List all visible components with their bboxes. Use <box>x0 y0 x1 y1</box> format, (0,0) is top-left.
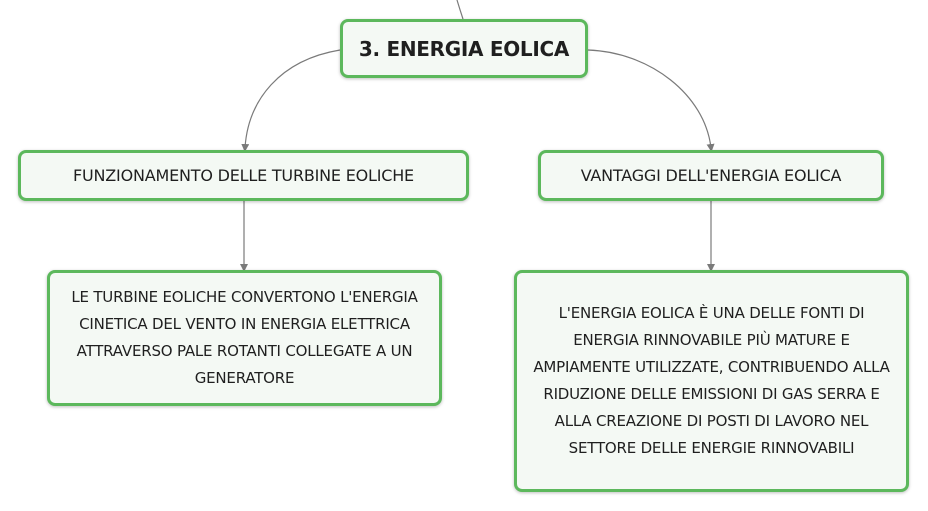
root-node-label: 3. ENERGIA EOLICA <box>358 36 570 61</box>
topic-node-label: FUNZIONAMENTO DELLE TURBINE EOLICHE <box>73 166 414 185</box>
root-node[interactable]: 3. ENERGIA EOLICA <box>340 19 588 78</box>
topic-node-label: VANTAGGI DELL'ENERGIA EOLICA <box>580 166 842 185</box>
detail-node-text: L'ENERGIA EOLICA È UNA DELLE FONTI DI EN… <box>533 304 890 457</box>
detail-node-wind-advantages[interactable]: L'ENERGIA EOLICA È UNA DELLE FONTI DI EN… <box>514 270 909 492</box>
connector-parent-to-root <box>456 0 464 20</box>
topic-node-wind-advantages[interactable]: VANTAGGI DELL'ENERGIA EOLICA <box>538 150 884 201</box>
topic-node-turbine-operation[interactable]: FUNZIONAMENTO DELLE TURBINE EOLICHE <box>18 150 469 201</box>
connector-root-to-topic-left <box>241 49 341 152</box>
detail-node-text: LE TURBINE EOLICHE CONVERTONO L'ENERGIA … <box>71 288 418 387</box>
detail-node-turbine-operation[interactable]: LE TURBINE EOLICHE CONVERTONO L'ENERGIA … <box>47 270 442 406</box>
connector-root-to-topic-right <box>587 49 715 152</box>
